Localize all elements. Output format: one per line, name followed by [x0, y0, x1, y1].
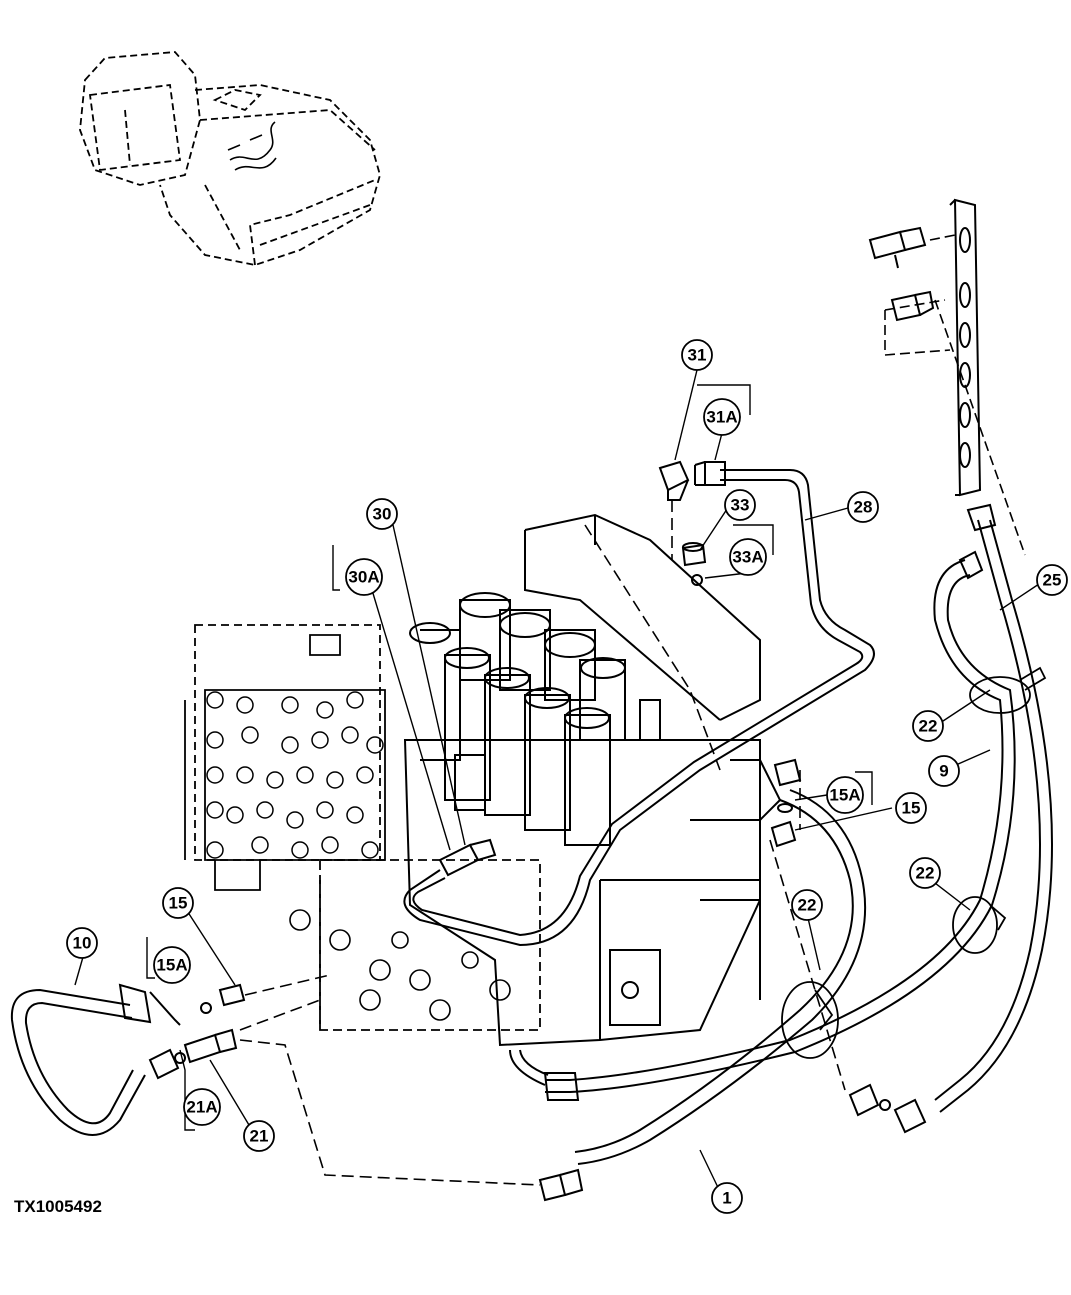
fitting-15-left	[200, 983, 246, 1014]
fitting-21-left	[174, 1028, 238, 1064]
hose-25	[934, 503, 1053, 1113]
dashed-leaders	[239, 500, 846, 1186]
mounting-plate	[949, 198, 982, 497]
hose-9	[545, 550, 1016, 1093]
callout-label-15-right: 15	[902, 799, 921, 818]
callout-leaders	[74, 369, 1043, 1201]
fitting-31	[658, 460, 726, 501]
callout-label-21a: 21A	[186, 1098, 217, 1117]
hose-clamp-22-lower	[781, 981, 839, 1059]
callout-label-1: 1	[722, 1189, 731, 1208]
figure-id: TX1005492	[14, 1197, 102, 1216]
callout-circles	[66, 339, 1068, 1214]
callout-label-15a-right: 15A	[829, 786, 860, 805]
callout-label-21: 21	[250, 1127, 269, 1146]
callout-label-15-left: 15	[169, 894, 188, 913]
valve-section-outline	[319, 859, 541, 1031]
plug-33	[681, 542, 707, 586]
callout-label-10: 10	[73, 934, 92, 953]
plate-leader-lines	[884, 234, 1026, 556]
callout-label-25: 25	[1043, 571, 1062, 590]
callout-label-33: 33	[731, 496, 750, 515]
callout-label-22-lower: 22	[798, 896, 817, 915]
tee-fitting-lower	[890, 290, 935, 322]
callout-label-30: 30	[373, 505, 392, 524]
pilot-valve-block	[184, 624, 386, 891]
hose-1	[509, 789, 867, 1202]
harness-detail-icon	[227, 121, 277, 171]
callout-label-31a: 31A	[706, 408, 737, 427]
tee-fitting-upper	[868, 226, 927, 269]
control-valve-body	[403, 513, 782, 1047]
hose-clamp-22-mid	[952, 896, 1007, 954]
callout-label-28: 28	[854, 498, 873, 517]
valve-ports	[289, 909, 511, 1021]
callout-label-9: 9	[939, 762, 948, 781]
callout-label-30a: 30A	[348, 568, 379, 587]
callout-label-22-right: 22	[916, 864, 935, 883]
excavator-locator-illustration	[79, 51, 381, 266]
hose-clamp-22-upper	[969, 666, 1047, 714]
callout-label-33a: 33A	[732, 548, 763, 567]
callout-label-15a-left: 15A	[156, 956, 187, 975]
tube-28	[403, 469, 875, 947]
callout-label-31: 31	[688, 346, 707, 365]
adapter-fitting-lower-right	[848, 1083, 927, 1134]
hose-10	[10, 983, 181, 1136]
fitting-30	[438, 838, 497, 877]
callout-label-22-upper: 22	[919, 717, 938, 736]
